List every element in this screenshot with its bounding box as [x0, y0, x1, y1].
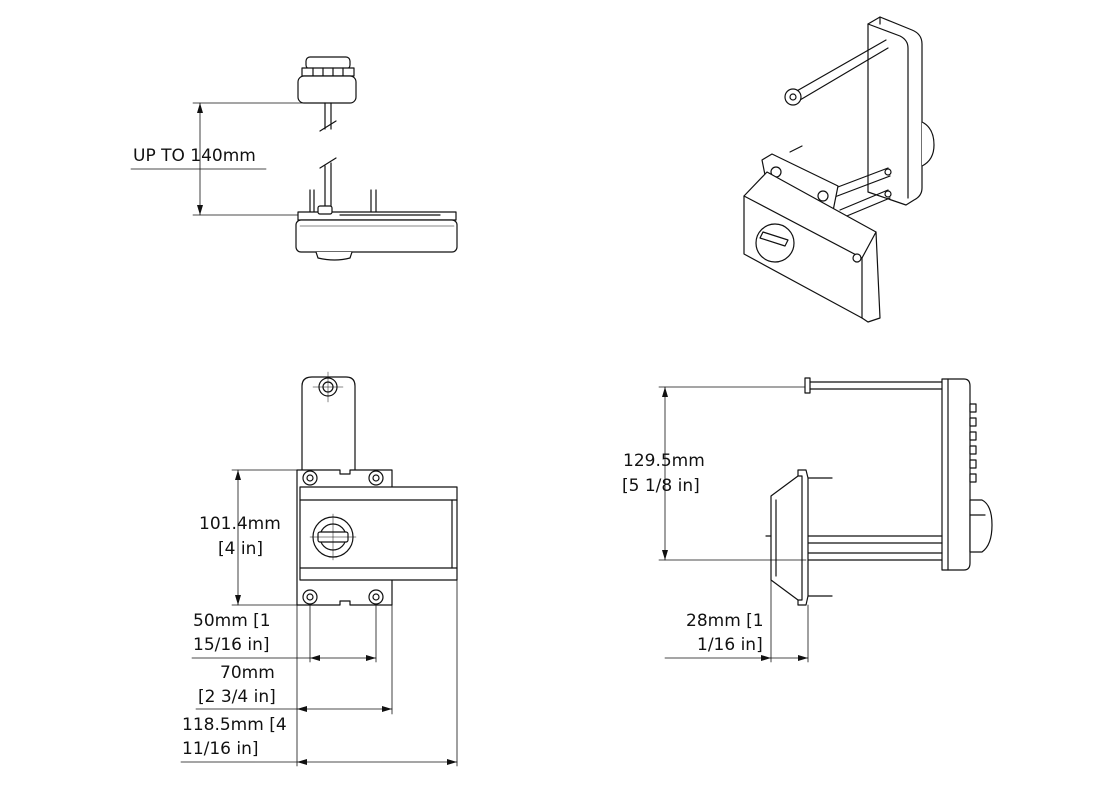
lock-body-side: [296, 220, 457, 252]
dim-label-depth-in: 1/16 in]: [697, 635, 763, 655]
view-top-side: [131, 57, 457, 260]
dim-label-spindle-mm: 129.5mm: [623, 451, 705, 471]
spindle-cap: [805, 378, 810, 393]
dim-label-hole-spacing-mm: 50mm [1: [193, 611, 271, 631]
dim-label-spindle-in: [5 1/8 in]: [622, 476, 700, 496]
view-side: [659, 378, 992, 662]
knob-grip: [302, 68, 354, 76]
dim-label-adjustable: UP TO 140mm: [133, 146, 256, 166]
spindle-end-cap: [785, 89, 801, 105]
dim-label-overall-width-mm: 118.5mm [4: [182, 715, 287, 735]
dim-label-height-mm: 101.4mm: [199, 514, 281, 534]
dim-label-depth-mm: 28mm [1: [686, 611, 764, 631]
dim-label-height-in: [4 in]: [218, 539, 263, 559]
dim-label-hole-spacing-in: 15/16 in]: [193, 635, 270, 655]
dim-label-plate-width-mm: 70mm: [220, 663, 275, 683]
view-front: [181, 372, 457, 766]
view-isometric: [744, 17, 934, 322]
dim-label-overall-width-in: 11/16 in]: [182, 739, 259, 759]
dim-label-plate-width-in: [2 3/4 in]: [198, 687, 276, 707]
knob-cap: [306, 57, 350, 69]
knob-body: [298, 76, 356, 103]
